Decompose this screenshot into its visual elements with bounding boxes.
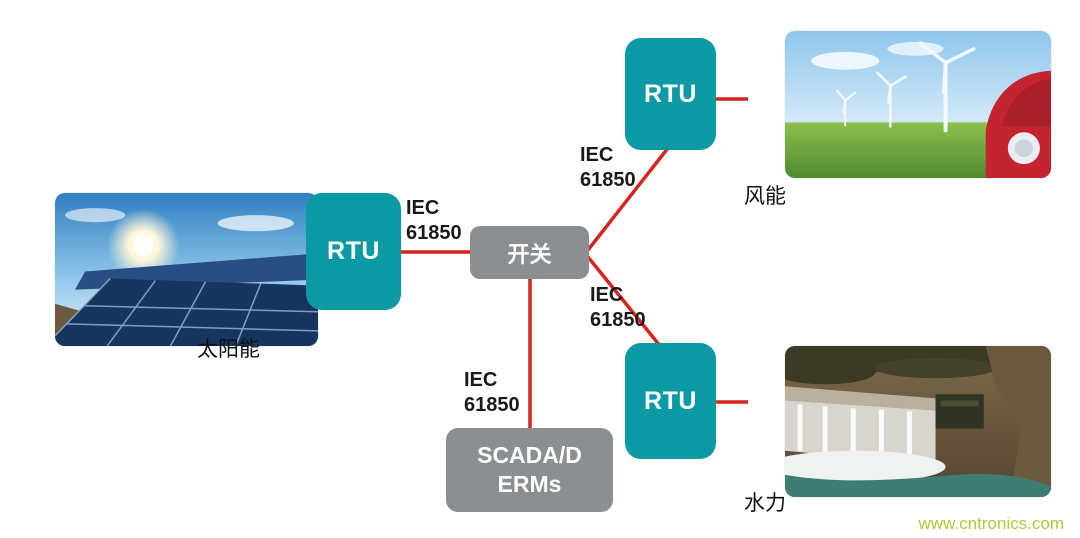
rtu-node-wind: RTU xyxy=(625,38,716,150)
solar-photo xyxy=(55,193,318,346)
iec-label-hydro-link: IEC 61850 xyxy=(590,283,646,333)
iec-label-line2: 61850 xyxy=(406,222,462,244)
switch-node: 开关 xyxy=(470,226,589,279)
iec-label-line1: IEC xyxy=(464,369,498,391)
iec-label-line1: IEC xyxy=(590,284,624,306)
rtu-node-hydro: RTU xyxy=(625,343,716,459)
scada-label-line1: SCADA/D xyxy=(477,442,582,469)
iec-label-scada-link: IEC 61850 xyxy=(464,368,520,418)
wind-caption: 风能 xyxy=(744,185,786,208)
site-watermark: www.cntronics.com xyxy=(918,514,1064,533)
iec-label-solar-link: IEC 61850 xyxy=(406,196,462,246)
iec-label-wind-link: IEC 61850 xyxy=(580,143,636,193)
link-switch-to-hydro-rtu xyxy=(586,255,663,349)
scada-derms-node: SCADA/D ERMs xyxy=(446,428,613,512)
scada-label-line2: ERMs xyxy=(497,471,562,497)
iec-label-line2: 61850 xyxy=(580,169,636,191)
iec-label-line2: 61850 xyxy=(590,309,646,331)
hydro-photo xyxy=(785,346,1051,497)
iec-label-line1: IEC xyxy=(580,144,614,166)
rtu-node-solar: RTU xyxy=(306,193,401,310)
iec-label-line1: IEC xyxy=(406,197,440,219)
solar-caption: 太阳能 xyxy=(197,338,260,361)
iec-label-line2: 61850 xyxy=(464,394,520,416)
link-switch-to-wind-rtu xyxy=(586,146,670,252)
wind-photo xyxy=(785,31,1051,178)
hydro-caption: 水力 xyxy=(744,492,786,515)
